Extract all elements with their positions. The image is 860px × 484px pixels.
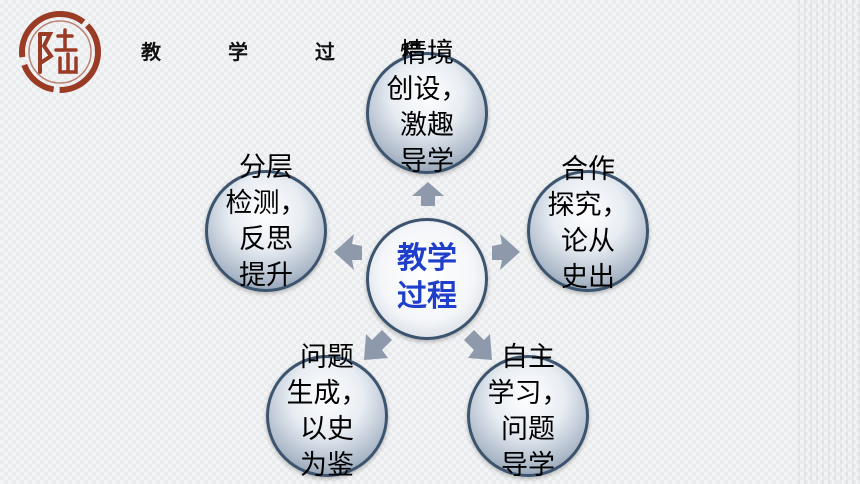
center-label: 教学 过程 — [397, 241, 457, 314]
page-title: 教 学 过 程 — [141, 40, 452, 64]
arrow-up-icon — [412, 182, 444, 206]
decorative-stripes — [798, 0, 860, 484]
seal-logo-icon — [19, 11, 101, 93]
node-circle-left — [205, 170, 327, 292]
node-label-left: 分层 检测， 反思 提升 — [225, 152, 307, 291]
node-circle-bottom-right — [467, 355, 589, 477]
node-circle-right — [527, 170, 649, 292]
center-circle — [366, 218, 488, 340]
arrow-down-left-icon — [364, 330, 392, 360]
node-circle-top — [366, 52, 488, 174]
node-label-bottom-left: 问题 生成， 以史 为鉴 — [286, 342, 368, 481]
node-label-top: 情境 创设， 激趣 导学 — [386, 38, 468, 177]
arrow-left-icon — [334, 234, 362, 270]
arrow-right-icon — [492, 234, 520, 270]
node-circle-bottom-left — [266, 355, 388, 477]
node-label-right: 合作 探究， 论从 史出 — [547, 154, 629, 293]
arrow-down-right-icon — [464, 330, 492, 360]
node-label-bottom-right: 自主 学习， 问题 导学 — [487, 342, 569, 481]
